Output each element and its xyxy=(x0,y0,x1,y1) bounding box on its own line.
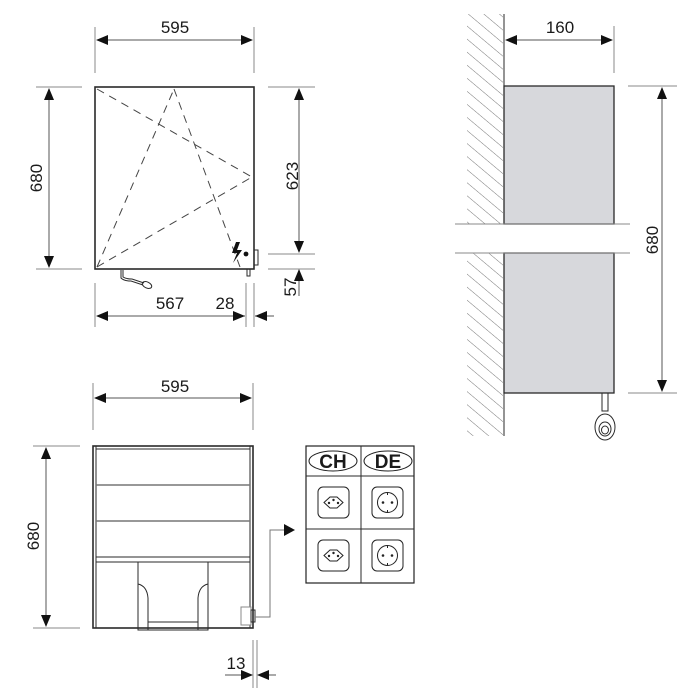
bottom-offset-label: 57 xyxy=(281,278,300,297)
back-width-label: 595 xyxy=(161,377,189,396)
front-view: 595 680 xyxy=(27,18,315,327)
svg-text:CH: CH xyxy=(319,452,346,473)
wall-bracket xyxy=(137,562,209,631)
connector-width-label: 28 xyxy=(216,294,235,313)
ch-socket-icon xyxy=(317,539,350,572)
side-height-label: 680 xyxy=(643,226,662,254)
plug-type-table: CH DE xyxy=(305,445,415,584)
connector-offset-label: 13 xyxy=(227,654,246,673)
radiator-side-upper xyxy=(503,85,615,225)
ch-socket-icon xyxy=(317,486,350,519)
svg-text:DE: DE xyxy=(375,452,401,473)
leader-line xyxy=(255,529,285,618)
radiator-side-lower xyxy=(503,252,615,394)
de-socket-icon xyxy=(371,486,404,519)
column-header-de: DE xyxy=(363,450,413,473)
de-socket-icon xyxy=(371,539,404,572)
electric-bolt-icon xyxy=(232,242,249,263)
back-view: 595 680 xyxy=(24,377,295,688)
front-height-label: 680 xyxy=(27,164,46,192)
column-header-ch: CH xyxy=(308,450,358,473)
side-depth-label: 160 xyxy=(546,18,574,37)
hatched-wall-upper xyxy=(467,14,503,224)
back-height-label: 680 xyxy=(24,522,43,550)
radiator-back-body xyxy=(92,445,254,629)
side-view: 160 680 xyxy=(455,14,677,441)
back-connector xyxy=(240,606,252,626)
radiator-front-body xyxy=(94,86,255,270)
hatched-wall-lower xyxy=(467,253,503,436)
thermostat-knob-icon xyxy=(594,392,616,441)
power-cable-icon xyxy=(120,270,153,289)
thermostat-height-label: 623 xyxy=(283,162,302,190)
front-width-label: 595 xyxy=(161,18,189,37)
left-to-connector-label: 567 xyxy=(156,294,184,313)
connector-box xyxy=(253,249,259,266)
